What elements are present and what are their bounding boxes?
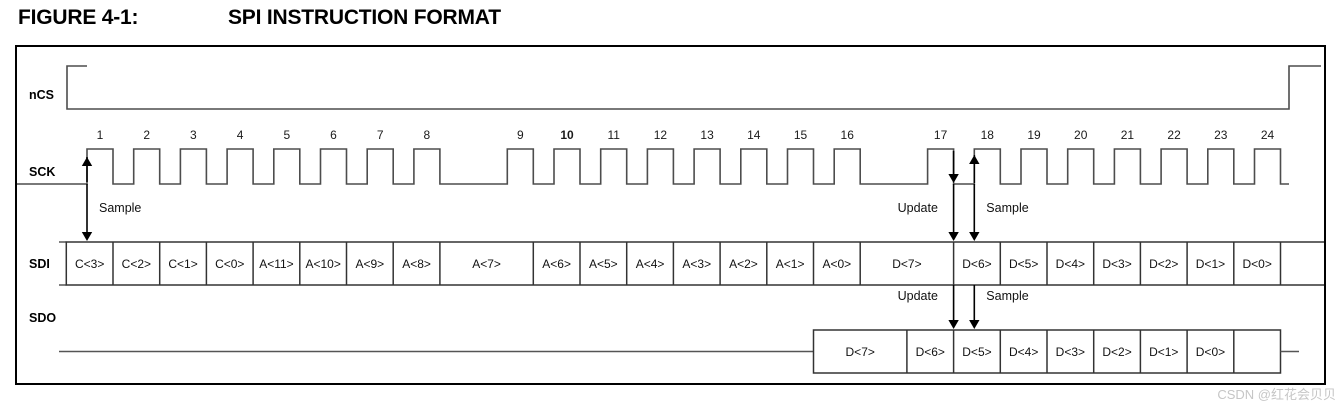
sdi-cell-label: D<5> [1009, 257, 1038, 271]
sdi-cell-label: A<4> [636, 257, 665, 271]
sample-arrow-2-up-head [969, 155, 980, 164]
sdi-cell-label: A<11> [259, 257, 293, 271]
clock-number: 16 [841, 128, 855, 142]
clock-number: 5 [283, 128, 290, 142]
sdi-cell-label: A<9> [355, 257, 384, 271]
sck-signal-label: SCK [29, 165, 55, 179]
clock-number: 22 [1167, 128, 1181, 142]
clock-number: 10 [560, 128, 574, 142]
clock-number: 2 [143, 128, 150, 142]
sdi-cell-label: D<3> [1102, 257, 1131, 271]
clock-number: 8 [424, 128, 431, 142]
sample-arrow-sdo-head [969, 320, 980, 329]
clock-number: 17 [934, 128, 948, 142]
figure-header: FIGURE 4-1: SPI INSTRUCTION FORMAT [18, 6, 501, 30]
sdo-signal-label: SDO [29, 311, 56, 325]
update-label-sdo: Update [898, 289, 938, 303]
sdi-cell-label: D<4> [1056, 257, 1085, 271]
sdo-cell-label: D<5> [962, 345, 991, 359]
sdi-cell-label: D<0> [1242, 257, 1271, 271]
clock-number: 1 [97, 128, 104, 142]
sdo-cell-label: D<4> [1009, 345, 1038, 359]
figure-title: SPI INSTRUCTION FORMAT [227, 6, 501, 29]
update-arrow-sdo-head [948, 320, 959, 329]
clock-number: 21 [1121, 128, 1135, 142]
clock-number: 19 [1027, 128, 1041, 142]
sdi-cell-label: A<7> [472, 257, 501, 271]
sdi-cell-label: C<2> [122, 257, 151, 271]
clock-number: 14 [747, 128, 761, 142]
sdo-row: D<7> D<6> D<5> D<4> D<3> D<2> D<1> D<0> [812, 329, 1282, 374]
sdi-cell-label: A<6> [542, 257, 571, 271]
clock-number: 6 [330, 128, 337, 142]
sdi-cell-label: C<3> [75, 257, 104, 271]
clock-number: 20 [1074, 128, 1088, 142]
sdi-cell-label: D<6> [962, 257, 991, 271]
sdi-cell-label: D<1> [1196, 257, 1225, 271]
sample-label-2: Sample [986, 201, 1028, 215]
sample-label-1: Sample [99, 201, 141, 215]
sample-arrow-1-down-head [81, 232, 93, 241]
sdi-cell-label: A<5> [589, 257, 618, 271]
sdo-cell-label: D<0> [1196, 345, 1225, 359]
sample-arrow-1-up-head [81, 157, 93, 166]
clock-number: 7 [377, 128, 384, 142]
clock-number: 9 [517, 128, 524, 142]
sdo-cell-label: D<6> [916, 345, 945, 359]
update-arrow-sck-head [948, 174, 959, 183]
sdi-cell-label: D<7> [892, 257, 921, 271]
clock-number: 3 [190, 128, 197, 142]
clock-number: 12 [654, 128, 668, 142]
sdi-left-rail [59, 241, 67, 286]
sdi-cell-label: A<2> [729, 257, 758, 271]
sdi-cell-label: A<8> [402, 257, 431, 271]
sample-arrow-2-down-head [969, 232, 980, 241]
ncs-signal-label: nCS [29, 88, 54, 102]
watermark: CSDN @红花会贝贝 [1217, 387, 1336, 402]
update-label-sdi: Update [898, 201, 938, 215]
sdi-cell-label: A<10> [305, 257, 340, 271]
sdi-cell-label: A<3> [682, 257, 711, 271]
sdo-cell-label: D<1> [1149, 345, 1178, 359]
sdi-row: C<3> C<2> C<1> C<0> A<11> A<10> A<9> A<8> A<7> A<… [65, 241, 1324, 286]
clock-number: 23 [1214, 128, 1228, 142]
sdi-cell-label: C<0> [215, 257, 244, 271]
sdo-cell-label: D<2> [1102, 345, 1131, 359]
clock-number: 4 [237, 128, 244, 142]
update-arrow-sdi-head [948, 232, 959, 241]
clock-number: 11 [607, 128, 620, 142]
clock-number: 24 [1261, 128, 1275, 142]
clock-number: 13 [700, 128, 714, 142]
sdo-cell-label: D<7> [846, 345, 875, 359]
figure-label: FIGURE 4-1: [18, 6, 139, 29]
sdi-cell-label: A<0> [822, 257, 851, 271]
sdi-cell-label: A<1> [776, 257, 805, 271]
sdi-signal-label: SDI [29, 257, 50, 271]
sdi-outer-box [65, 241, 1324, 286]
sck-waveform [17, 148, 1289, 185]
clock-number: 15 [794, 128, 808, 142]
sdi-cell-label: D<2> [1149, 257, 1178, 271]
clock-number: 18 [981, 128, 995, 142]
sample-label-sdo: Sample [986, 289, 1028, 303]
sdi-cell-label: C<1> [168, 257, 197, 271]
sdo-cell-label: D<3> [1056, 345, 1085, 359]
ncs-waveform [66, 65, 1321, 110]
